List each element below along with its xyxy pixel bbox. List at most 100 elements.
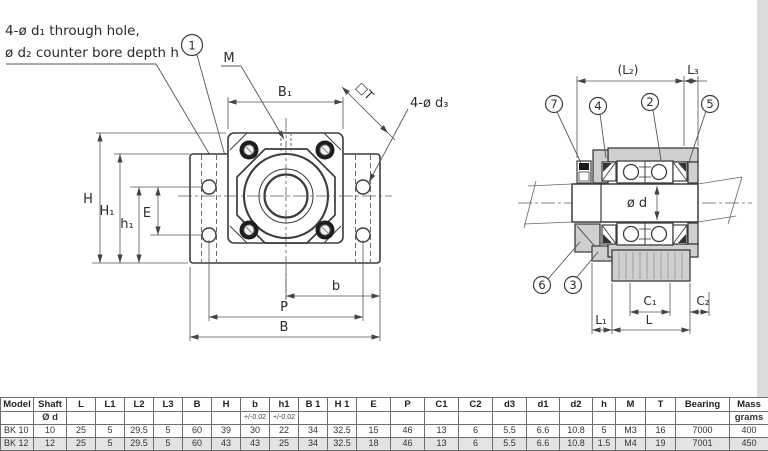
col-header-22: Bearing (675, 397, 730, 412)
col-header-17: d1 (526, 397, 560, 412)
seal-top-right (672, 161, 688, 182)
col-subheader-6 (182, 411, 212, 425)
dim-b-label: B (280, 320, 289, 335)
cell-r1-c1: 12 (33, 437, 67, 451)
dim-h1s-label: h₁ (120, 217, 133, 232)
housing-top-band (607, 147, 699, 163)
cell-r1-c18: 10.8 (559, 437, 593, 451)
cell-r0-c12: 15 (356, 424, 391, 438)
cell-r0-c23: 400 (729, 424, 768, 438)
dim-t-label: □T (353, 80, 377, 104)
col-header-2: L (66, 397, 96, 412)
col-subheader-16 (492, 411, 527, 425)
label-4d3-leader (368, 108, 409, 183)
bolt-top-right (315, 140, 335, 160)
callout-5-label: 5 (706, 97, 713, 111)
lock-nut (576, 160, 592, 184)
cell-r0-c15: 6 (458, 424, 493, 438)
cell-r1-c4: 29.5 (124, 437, 154, 451)
col-header-8: b (240, 397, 270, 412)
edge-strip (757, 0, 768, 397)
cell-r1-c12: 18 (356, 437, 391, 451)
dim-c2-label: C₂ (696, 294, 709, 308)
cell-r1-c5: 5 (153, 437, 183, 451)
cell-r0-c6: 60 (182, 424, 212, 438)
side-callout-leaders (547, 109, 707, 280)
col-subheader-23: grams (729, 411, 768, 425)
col-header-19: h (592, 397, 616, 412)
cell-r0-c7: 39 (211, 424, 241, 438)
callout-3-circle (563, 275, 583, 295)
cell-r1-c21: 19 (645, 437, 676, 451)
dim-od-label: ø d (627, 196, 647, 211)
col-header-18: d2 (559, 397, 593, 412)
col-subheader-12 (356, 411, 391, 425)
cell-r1-c9: 25 (269, 437, 299, 451)
cell-r0-c10: 34 (298, 424, 328, 438)
cell-r0-c0: BK 10 (0, 424, 34, 438)
front-view: B₁ □T 4-ø d₃ M 1 H H₁ h₁ (6, 33, 449, 341)
dim-h1-label: H₁ (100, 204, 115, 219)
cell-r0-c2: 25 (66, 424, 96, 438)
callout-3-label: 3 (569, 278, 576, 292)
col-subheader-8: +/-0.02 (240, 411, 270, 425)
cell-r1-c2: 25 (66, 437, 96, 451)
cell-r0-c8: 30 (240, 424, 270, 438)
cell-r0-c3: 5 (95, 424, 125, 438)
col-subheader-18 (559, 411, 593, 425)
col-subheader-21 (645, 411, 676, 425)
cell-r1-c20: M4 (615, 437, 646, 451)
dim-bottom-extensions (189, 240, 381, 341)
col-header-12: E (356, 397, 391, 412)
cell-r0-c20: M3 (615, 424, 646, 438)
col-header-21: T (645, 397, 676, 412)
annotation-line2: ø d₂ counter bore depth h (5, 45, 179, 61)
bolt-bottom-right (315, 220, 335, 240)
label-m: M (223, 51, 234, 66)
col-subheader-19 (592, 411, 616, 425)
dim-bottom-extensions-side (591, 263, 710, 334)
dim-l2-label: (L₂) (618, 63, 639, 77)
cell-r1-c10: 34 (298, 437, 328, 451)
callout-1-leader (196, 54, 228, 164)
col-subheader-10 (298, 411, 328, 425)
callout-7-label: 7 (550, 97, 557, 111)
col-header-1: Shaft (33, 397, 67, 412)
dim-top-extensions (576, 76, 699, 158)
col-subheader-9: +/-0.02 (269, 411, 299, 425)
dim-e-label: E (143, 206, 151, 221)
bolt-bottom-left (239, 220, 259, 240)
technical-drawing: B₁ □T 4-ø d₃ M 1 H H₁ h₁ (5, 0, 768, 397)
cell-r1-c23: 450 (729, 437, 768, 451)
dim-p-label: P (280, 300, 288, 315)
front-slot-dashed-lines (201, 155, 371, 262)
dim-h-label: H (83, 192, 93, 207)
cell-r0-c18: 10.8 (559, 424, 593, 438)
cell-r1-c17: 6.6 (526, 437, 560, 451)
cell-r1-c15: 6 (458, 437, 493, 451)
cell-r1-c13: 46 (390, 437, 425, 451)
dim-c1-label: C₁ (643, 294, 656, 308)
cell-r0-c11: 32.5 (327, 424, 357, 438)
callout-4-label: 4 (594, 99, 601, 113)
cell-r1-c0: BK 12 (0, 437, 34, 451)
callout-7-circle (544, 94, 564, 114)
bearing-bottom (616, 222, 674, 246)
col-header-5: L3 (153, 397, 183, 412)
dim-b1 (227, 97, 344, 129)
shaft-break-right (697, 176, 743, 225)
cell-r0-c1: 10 (33, 424, 67, 438)
col-header-15: C2 (458, 397, 493, 412)
dim-l-label: L (646, 313, 653, 327)
cell-r0-c14: 13 (424, 424, 459, 438)
bolt-top-left (239, 140, 259, 160)
callout-1-circle (180, 33, 204, 57)
col-subheader-0 (0, 411, 34, 425)
col-header-3: L1 (95, 397, 125, 412)
col-subheader-5 (153, 411, 183, 425)
col-header-11: H 1 (327, 397, 357, 412)
label-4d3: 4-ø d₃ (410, 96, 449, 111)
